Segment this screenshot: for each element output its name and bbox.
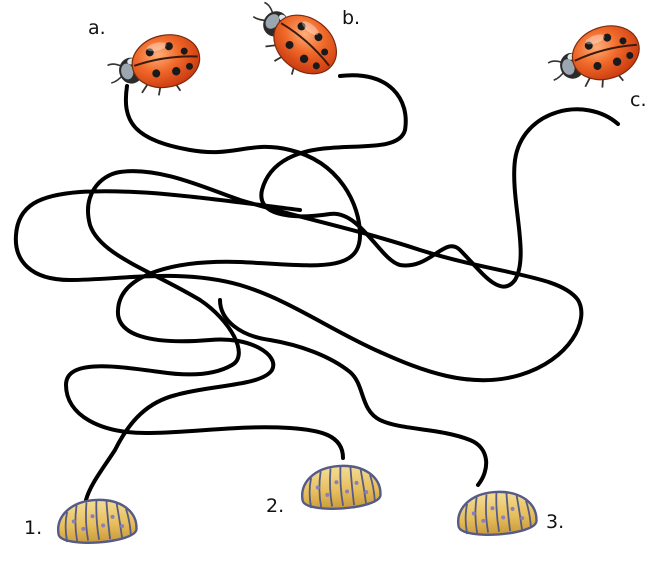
maze-path-b	[259, 73, 620, 289]
label-1: 1.	[24, 517, 42, 539]
pupa-icon	[55, 496, 139, 547]
pupa-icon	[299, 462, 383, 513]
ladybug-icon	[238, 0, 349, 92]
ladybug-icon	[102, 27, 207, 106]
label-a: a.	[88, 17, 106, 39]
label-c: c.	[630, 89, 647, 111]
label-3: 3.	[546, 511, 564, 533]
label-2: 2.	[266, 495, 284, 517]
maze-path-a	[84, 84, 362, 502]
maze-lines	[13, 73, 620, 502]
label-b: b.	[342, 7, 360, 29]
maze-path-c	[13, 169, 584, 460]
pupa-icon	[455, 488, 539, 539]
maze-path-d	[218, 298, 489, 487]
